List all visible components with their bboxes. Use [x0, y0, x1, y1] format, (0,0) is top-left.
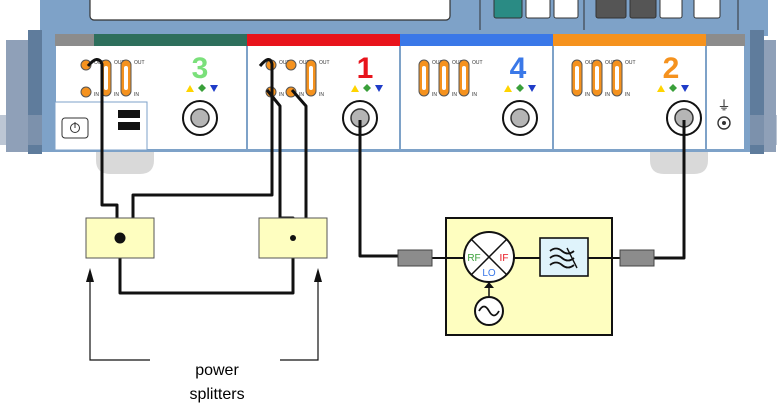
- mixer-lo-label: LO: [482, 268, 496, 279]
- status-led-blue: [210, 85, 218, 92]
- adapter-left: [397, 249, 433, 267]
- loop-out-label: OUT: [605, 60, 616, 66]
- loop-out-label: OUT: [452, 60, 463, 66]
- port-number-4: 4: [510, 52, 527, 85]
- status-led-yellow: [351, 85, 359, 92]
- loop-in-label: IN: [472, 92, 477, 98]
- loop-out-label: OUT: [585, 60, 596, 66]
- status-led-green: [669, 84, 677, 92]
- status-led-green: [363, 84, 371, 92]
- reference-loop: OUT IN: [80, 59, 105, 98]
- loop-out-label: OUT: [432, 60, 443, 66]
- caption-line-1: power: [195, 362, 239, 379]
- status-led-yellow: [657, 85, 665, 92]
- test-port-connector-4: [502, 100, 538, 136]
- reference-loop: OUT IN: [418, 59, 443, 98]
- loop-out-label: OUT: [279, 60, 290, 66]
- loop-out-label: OUT: [625, 60, 636, 66]
- reference-loop: OUT IN: [571, 59, 596, 98]
- loop-in-label: IN: [299, 92, 304, 98]
- dut-mixer-assembly: RF IF LO: [397, 217, 655, 336]
- loop-out-label: OUT: [94, 60, 105, 66]
- loop-in-label: IN: [319, 92, 324, 98]
- loop-out-label: OUT: [472, 60, 483, 66]
- loop-in-label: IN: [94, 92, 99, 98]
- cable-port3-out-to-splitter-left: [86, 58, 119, 236]
- port-number-2: 2: [663, 52, 680, 85]
- foot-right: [650, 152, 708, 174]
- reference-loop: OUT IN: [285, 59, 310, 98]
- loop-in-label: IN: [114, 92, 119, 98]
- port-color-bar: [553, 34, 706, 46]
- test-port-connector-2: [666, 100, 702, 136]
- power-splitter-right: [258, 217, 328, 259]
- power-splitter-left: [85, 217, 155, 259]
- status-led-yellow: [504, 85, 512, 92]
- filter-icon: [539, 237, 589, 277]
- loop-in-label: IN: [279, 92, 284, 98]
- foot-left: [96, 152, 154, 174]
- callout-arrowhead-left: [86, 268, 94, 282]
- mixer-rf-label: RF: [467, 253, 480, 264]
- mixer-if-label: IF: [500, 253, 509, 264]
- port-color-bar: [247, 34, 400, 46]
- status-led-blue: [375, 85, 383, 92]
- port-module-4: OUT IN OUT IN OUT IN 4: [400, 34, 553, 136]
- loop-in-label: IN: [605, 92, 610, 98]
- port-number-1: 1: [357, 52, 374, 85]
- reference-loop: OUT IN: [305, 59, 330, 98]
- port-module-2: OUT IN OUT IN OUT IN 2: [553, 34, 706, 136]
- cables: [86, 58, 686, 295]
- loop-out-label: OUT: [134, 60, 145, 66]
- status-led-blue: [681, 85, 689, 92]
- status-led-yellow: [186, 85, 194, 92]
- loop-in-label: IN: [134, 92, 139, 98]
- loop-in-label: IN: [432, 92, 437, 98]
- cable-port1-to-dut: [358, 120, 398, 258]
- reference-loop: OUT IN: [120, 59, 145, 98]
- port-color-bar: [94, 34, 247, 46]
- loop-in-label: IN: [625, 92, 630, 98]
- loop-in-label: IN: [452, 92, 457, 98]
- loop-out-label: OUT: [299, 60, 310, 66]
- adapter-right: [619, 249, 655, 267]
- reference-loop: OUT IN: [458, 59, 483, 98]
- callout-arrowhead-right: [314, 268, 322, 282]
- standby-indicator: [118, 110, 140, 118]
- loop-out-label: OUT: [114, 60, 125, 66]
- reference-loop: OUT IN: [611, 59, 636, 98]
- instrument-top: [40, 0, 768, 36]
- reference-loop: OUT IN: [438, 59, 463, 98]
- port-bar-spacer: [706, 34, 745, 46]
- status-led-green: [198, 84, 206, 92]
- ground-icon: ⏚: [717, 99, 730, 114]
- splitter-callouts: [89, 280, 319, 361]
- cable-port1-out-to-splitter-left: [131, 58, 274, 236]
- port-color-bar: [400, 34, 553, 46]
- front-panel: ⏚: [0, 30, 777, 174]
- loop-in-label: IN: [585, 92, 590, 98]
- port-bar-spacer: [55, 34, 94, 46]
- reference-loop: OUT IN: [591, 59, 616, 98]
- status-led-green: [516, 84, 524, 92]
- loop-out-label: OUT: [319, 60, 330, 66]
- status-led-blue: [528, 85, 536, 92]
- caption-line-2: splitters: [189, 386, 244, 403]
- cable-dut-to-port2: [654, 120, 686, 260]
- test-port-connector-3: [182, 100, 218, 136]
- cable-splitter-left-to-splitter-right: [118, 238, 295, 295]
- port-number-3: 3: [192, 52, 209, 85]
